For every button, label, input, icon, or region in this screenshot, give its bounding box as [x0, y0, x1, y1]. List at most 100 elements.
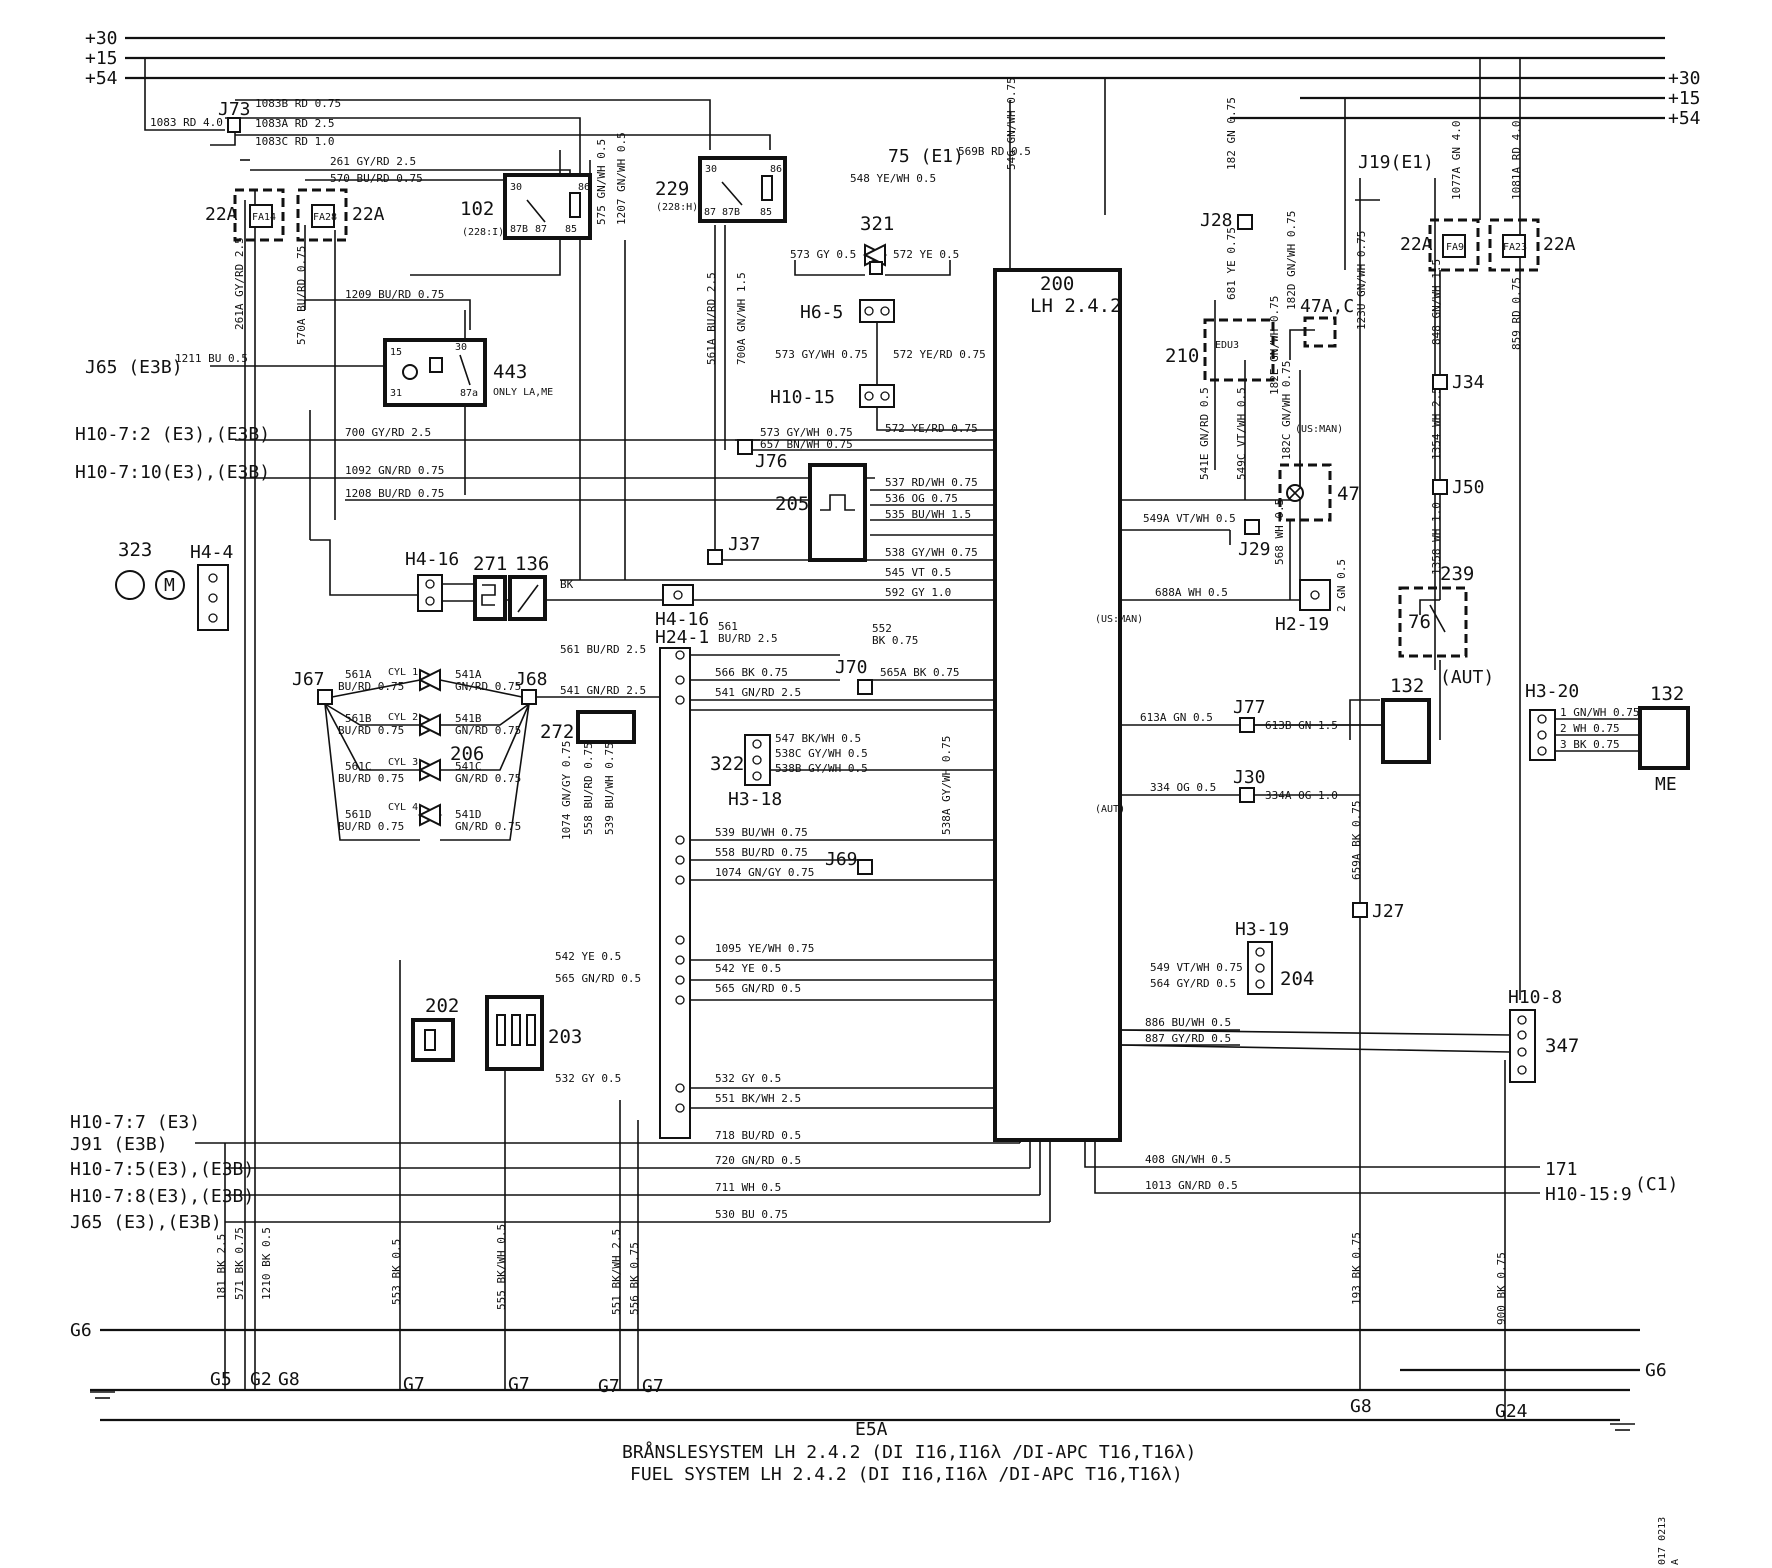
component-note: (228:H): [656, 202, 698, 213]
fuse-rating: 22A: [1543, 234, 1576, 255]
wire-label: 711 WH 0.5: [715, 1181, 781, 1194]
wire-label: 561 BU/RD 2.5: [560, 643, 646, 656]
junction-j70: J70: [835, 657, 873, 695]
fuse-fa28: FA28 22A: [296, 188, 385, 242]
wire-label: 555 BK/WH 0.5: [495, 1224, 508, 1310]
ground-id: G5: [210, 1369, 232, 1390]
fuse-fa9: FA9 22A: [1400, 218, 1480, 272]
wire-label: 182 GN 0.75: [1225, 97, 1238, 170]
supply-rails: +30 +15 +54 +30 +15 +54 G6 G6: [70, 28, 1701, 1422]
wire-label: 1074 GN/GY 0.75: [560, 741, 573, 840]
wire-label: 561D: [345, 808, 372, 821]
wire-label: 569B RD 0.5: [958, 145, 1031, 158]
wire-label: 3 BK 0.75: [1560, 738, 1620, 751]
wire-label: BU/RD 0.75: [338, 820, 404, 833]
component-id: 202: [425, 995, 459, 1017]
junction-id: J68: [515, 669, 548, 690]
connector-h2-19: H2-19: [1275, 579, 1331, 635]
component-id: 204: [1280, 968, 1314, 990]
wire-label: 565 GN/RD 0.5: [555, 972, 641, 985]
wire-label: 538C GY/WH 0.5: [775, 747, 868, 760]
wire-label: 551 BK/WH 2.5: [715, 1092, 801, 1105]
cylinder-label: CYL 2: [388, 712, 418, 723]
wire-label: 181 BK 2.5: [215, 1234, 228, 1300]
wire-label: 561A BU/RD 2.5: [705, 272, 718, 365]
svg-text:30: 30: [705, 164, 717, 175]
wire-label: 541B: [455, 712, 482, 725]
component-id: 205: [775, 493, 809, 515]
wire-label: 561C: [345, 760, 372, 773]
junction-id: J29: [1238, 539, 1271, 560]
wire-label: 558 BU/RD 0.75: [582, 742, 595, 835]
injectors-206: J67 J68 CYL 1 CYL 2 CYL 3 CYL 4 206: [292, 667, 660, 841]
wire-label: 571 BK 0.75: [233, 1227, 246, 1300]
wire-label: 681 YE 0.75: [1225, 227, 1238, 300]
wire-label: 334 OG 0.5: [1150, 781, 1216, 794]
component-id: 200: [1040, 273, 1074, 295]
junction-id: J76: [755, 451, 788, 472]
wire-label: 718 BU/RD 0.5: [715, 1129, 801, 1142]
ref-label: 171: [1545, 1159, 1578, 1180]
rail-label: +54: [85, 68, 118, 89]
component-type: LH 2.4.2: [1030, 295, 1122, 317]
component-note: (228:I): [462, 227, 504, 238]
wire-label: 538B GY/WH 0.5: [775, 762, 868, 775]
sheet-revision: A: [1670, 1559, 1681, 1565]
wire-label: 547 BK/WH 0.5: [775, 732, 861, 745]
wire-label: 2 GN 0.5: [1335, 559, 1348, 612]
rail-label: G6: [70, 1320, 92, 1341]
motor-323: M 323: [115, 539, 185, 600]
connector-id: H2-19: [1275, 614, 1329, 635]
ground-id: G7: [508, 1374, 530, 1395]
connector-h10-15: H10-15: [770, 322, 995, 431]
component-id: 206: [450, 743, 484, 765]
svg-text:87a: 87a: [460, 388, 478, 399]
junction-id: J50: [1452, 477, 1485, 498]
wire-label: 182C GN/WH 0.75: [1280, 361, 1293, 460]
component-id: 102: [460, 198, 494, 220]
ground-id: G2: [250, 1369, 272, 1390]
wire-label: 541 GN/RD 2.5: [715, 686, 801, 699]
wire-label: BU/RD 0.75: [338, 680, 404, 693]
junction-id: J77: [1233, 697, 1266, 718]
ground-id: G8: [278, 1369, 300, 1390]
wire-label: 659A BK 0.75: [1350, 801, 1363, 880]
wire-label: 182E GN/WH 0.75: [1268, 296, 1281, 395]
wire-label: 408 GN/WH 0.5: [1145, 1153, 1231, 1166]
rail-label: +30: [85, 28, 118, 49]
wire-label: 700 GY/RD 2.5: [345, 426, 431, 439]
junction-id: J70: [835, 657, 868, 678]
right-references: J19(E1) 75 (E1) 171 H10-15:9 (C1) (US:MA…: [888, 146, 1678, 1205]
wire-labels: 1083 RD 4.0 1083B RD 0.75 1083A RD 2.5 1…: [150, 97, 1639, 1221]
wire-label: 553 BK 0.5: [390, 1239, 403, 1305]
junction-j34: J34: [1432, 372, 1485, 393]
wire-label: 1083B RD 0.75: [255, 97, 341, 110]
connector-id: H24-1: [655, 627, 709, 648]
sheet-number: 017 0213: [1657, 1517, 1668, 1565]
connector-h6-5: H6-5: [800, 299, 895, 323]
ref-label: (C1): [1635, 1174, 1678, 1195]
wire-label: 859 RD 0.75: [1510, 277, 1523, 350]
wire-label: 541E GN/RD 0.5: [1198, 387, 1211, 480]
component-271: 271: [473, 553, 507, 621]
svg-text:85: 85: [760, 207, 772, 218]
wire-label: 573 GY/WH 0.75: [775, 348, 868, 361]
component-id: 47A,C: [1300, 296, 1354, 317]
wire-label: 657 BN/WH 0.75: [760, 438, 853, 451]
connector-id: H4-16: [405, 549, 459, 570]
component-id: 75 (E1): [888, 146, 964, 167]
wire-label: 541 GN/RD 2.5: [560, 684, 646, 697]
component-272: 272: [540, 710, 636, 744]
wire-label: 565 GN/RD 0.5: [715, 982, 801, 995]
wire-label: 848 GN/WH 1.5: [1430, 259, 1443, 345]
title-swedish: BRÅNSLESYSTEM LH 2.4.2 (DI I16,I16λ /DI-…: [622, 1441, 1196, 1463]
wire-label: 536 OG 0.75: [885, 492, 958, 505]
wire-label: 182D GN/WH 0.75: [1285, 211, 1298, 310]
wire-label: 542 YE 0.5: [715, 962, 781, 975]
wire-label: 549C VT/WH 0.5: [1235, 387, 1248, 480]
component-id: 136: [515, 553, 549, 575]
component-id: 239: [1440, 563, 1474, 585]
ground-labels: G5 G2 G8 G7 G7 G7 G7 G8 G24: [90, 960, 1635, 1431]
connector-id: H3-19: [1235, 919, 1289, 940]
component-id: 76: [1408, 611, 1431, 633]
